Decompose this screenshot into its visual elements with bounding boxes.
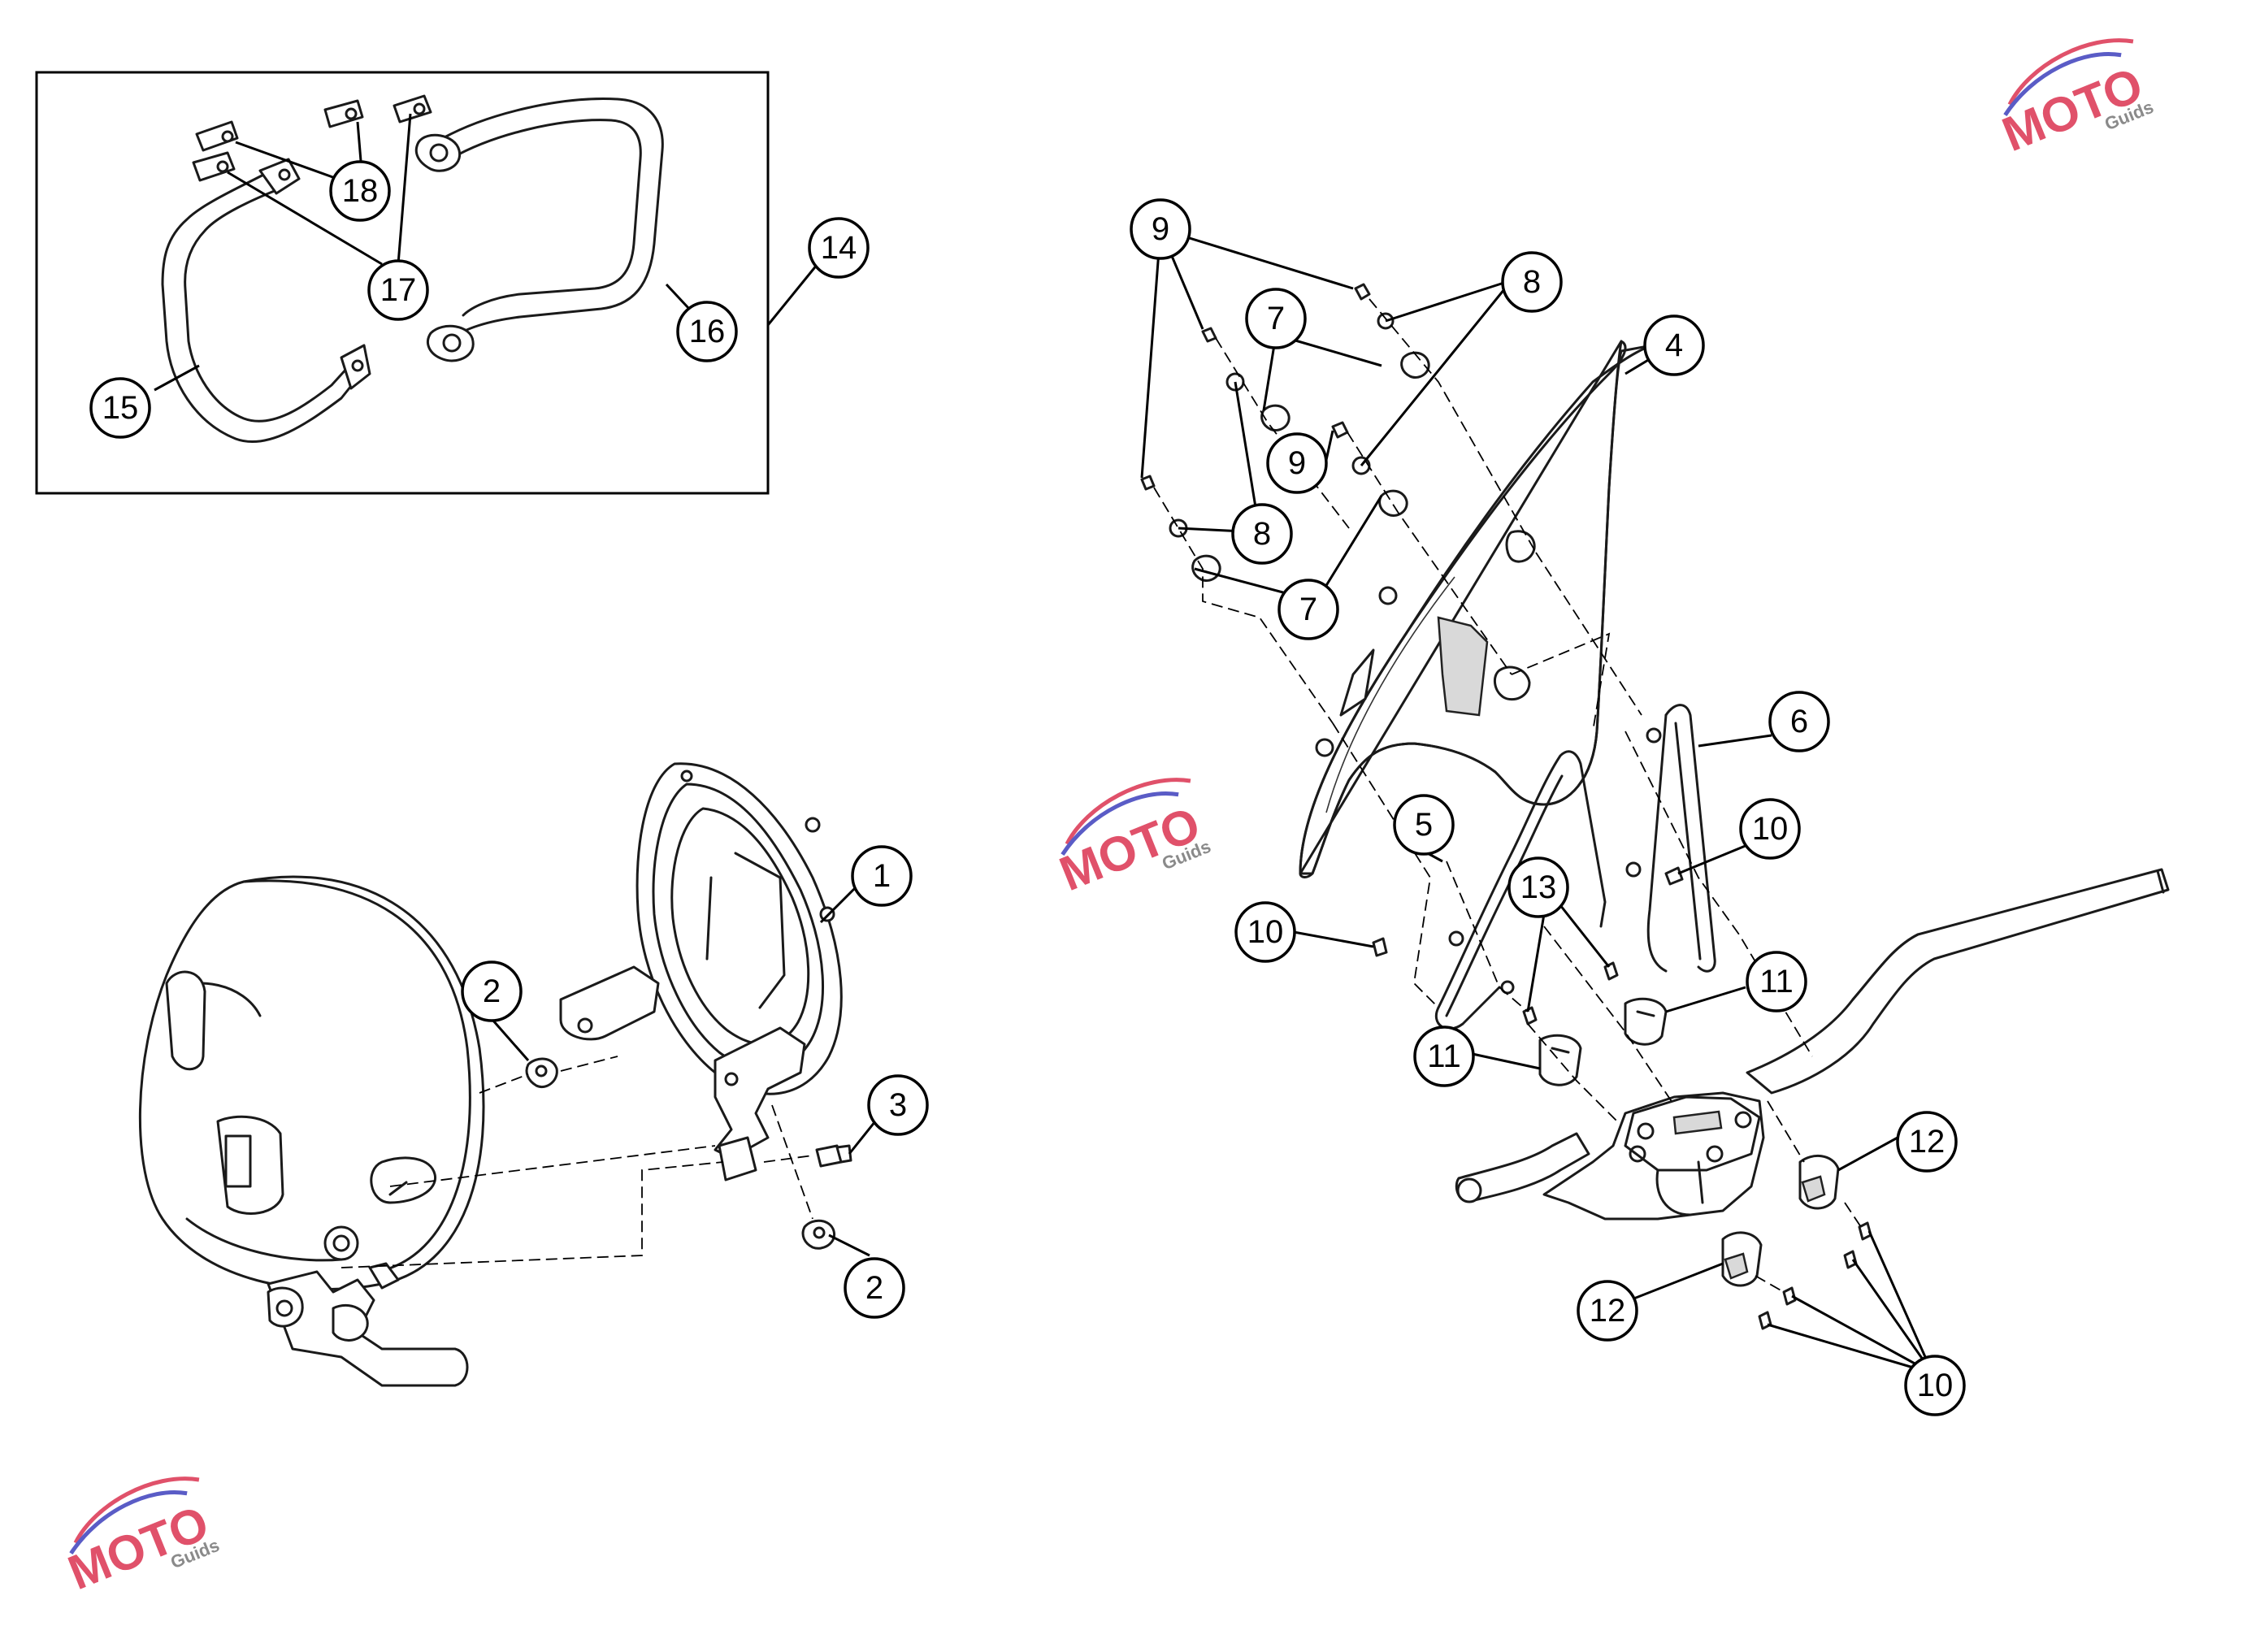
headlight-shell [138,875,485,1291]
callout-17: 17 [367,259,429,321]
fastener-2-lower [801,1219,836,1250]
svg-text:9: 9 [1288,445,1306,481]
mounting-brackets [192,94,432,182]
svg-text:14: 14 [821,230,857,266]
svg-text:7: 7 [1299,592,1317,627]
callout-11-right: 11 [1746,951,1807,1012]
callout-8-upper: 8 [1501,251,1563,313]
callout-13: 13 [1507,856,1569,918]
callout-2-upper: 2 [461,960,523,1022]
svg-text:4: 4 [1665,327,1683,363]
callout-10-right: 10 [1739,798,1801,860]
callout-14: 14 [808,217,870,279]
svg-text:10: 10 [1917,1368,1954,1403]
crash-bar-inset: 14 15 16 17 18 [35,71,870,495]
headlight-assembly: 1 2 2 3 [138,762,929,1387]
svg-text:6: 6 [1790,704,1808,739]
callout-1: 1 [851,845,913,907]
callout-9-lower: 9 [1266,432,1328,494]
svg-text:18: 18 [342,173,379,209]
crash-bar-left [161,158,371,444]
handlebar-clamp-12-right [1798,1155,1840,1210]
handlebar [1455,868,2170,1203]
svg-text:8: 8 [1523,264,1541,300]
callout-7-lower: 7 [1277,579,1339,640]
svg-text:12: 12 [1909,1124,1946,1160]
svg-text:5: 5 [1415,807,1433,843]
callout-3: 3 [867,1074,929,1136]
headlight-rim [559,762,843,1182]
callout-18: 18 [329,160,391,222]
fastener-2-upper [525,1057,558,1088]
svg-text:10: 10 [1247,914,1284,950]
callout-2-lower: 2 [844,1257,905,1319]
headlight-mount [267,1262,469,1387]
svg-text:15: 15 [102,390,139,426]
svg-text:11: 11 [1759,964,1794,999]
windscreen-assembly: 4 5 6 7 7 8 8 9 9 10 10 [1130,198,2170,1416]
callout-8-lower: 8 [1231,503,1293,565]
handlebar-clamp-11-left [1538,1034,1582,1086]
watermark-top-right: MOTO Guids [1995,38,2156,162]
callout-6: 6 [1768,691,1830,752]
callout-9-upper: 9 [1130,198,1191,260]
svg-text:13: 13 [1520,869,1557,905]
callout-11-left: 11 [1413,1025,1475,1087]
svg-text:1: 1 [873,858,891,894]
svg-text:2: 2 [483,973,501,1009]
watermark-center: MOTO Guids [1052,778,1213,901]
top-clamp [1542,1091,1765,1221]
callout-16: 16 [676,301,738,362]
handlebar-clamp-12-left [1721,1231,1763,1287]
callout-4: 4 [1643,314,1705,376]
svg-text:3: 3 [889,1087,907,1123]
windscreen [1299,340,1676,878]
svg-text:9: 9 [1152,211,1169,247]
inset-frame [35,71,770,495]
svg-text:10: 10 [1752,811,1789,847]
callout-10-left: 10 [1234,901,1296,963]
svg-text:2: 2 [865,1270,883,1306]
crash-bar-right [414,98,664,362]
svg-text:16: 16 [689,314,726,349]
callout-5: 5 [1393,794,1455,856]
callout-10-bottom: 10 [1904,1355,1966,1416]
svg-text:12: 12 [1590,1293,1626,1329]
callout-12-right: 12 [1896,1111,1958,1173]
callout-12-left: 12 [1577,1280,1638,1342]
handlebar-clamp-11-right [1624,997,1668,1046]
svg-text:11: 11 [1427,1038,1461,1074]
svg-text:7: 7 [1267,301,1285,336]
callout-7-upper: 7 [1245,288,1307,349]
callout-15: 15 [89,377,151,439]
svg-text:8: 8 [1253,516,1271,552]
watermark-bottom-left: MOTO Guids [61,1476,222,1600]
mount-bracket-right [1625,704,1716,973]
fastener-3 [815,1144,852,1168]
svg-text:17: 17 [380,272,417,308]
